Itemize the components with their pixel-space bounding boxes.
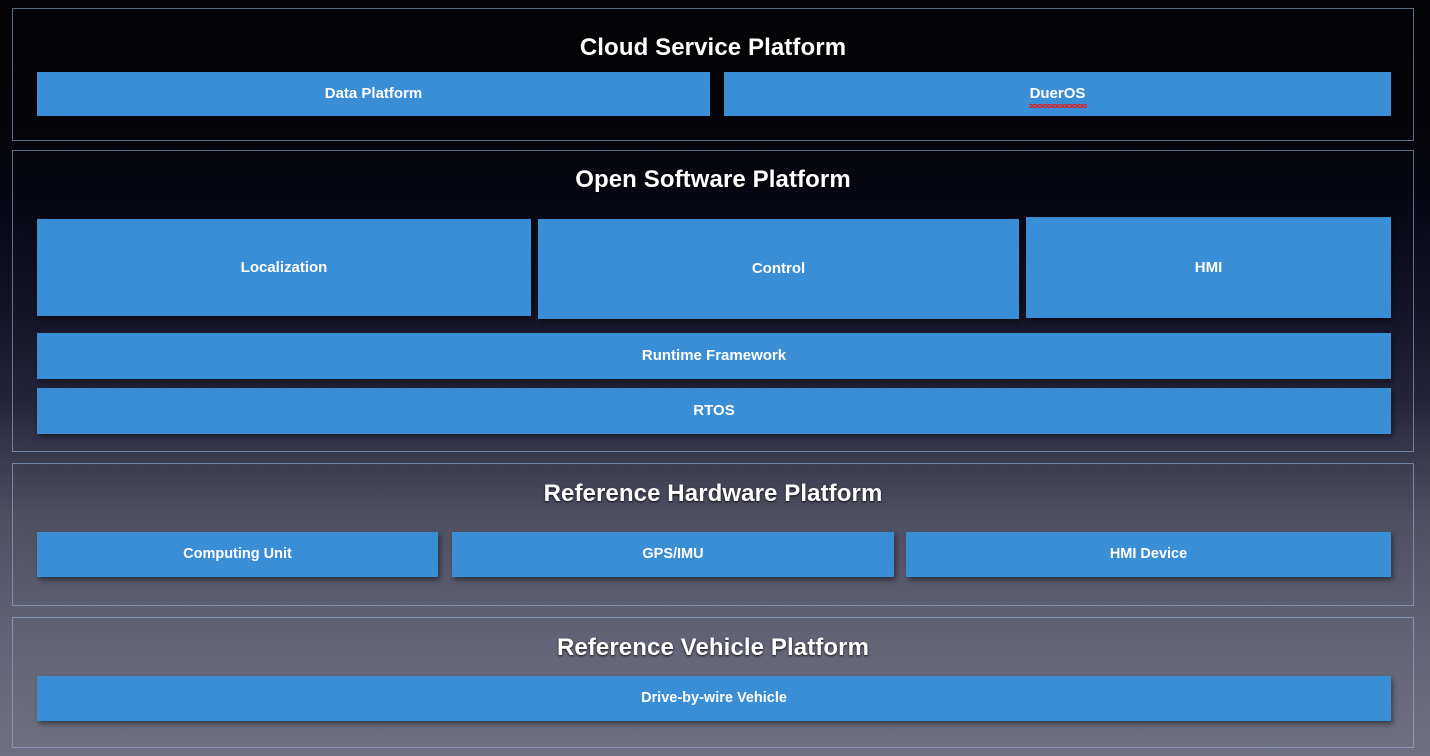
block-gps-imu[interactable]: GPS/IMU (452, 532, 894, 577)
block-localization[interactable]: Localization (37, 219, 531, 316)
block-data-platform[interactable]: Data Platform (37, 72, 710, 116)
block-dueros[interactable]: DuerOS (724, 72, 1391, 116)
block-drive-by-wire-vehicle[interactable]: Drive-by-wire Vehicle (37, 676, 1391, 721)
block-control[interactable]: Control (538, 219, 1019, 319)
block-label-dueros: DuerOS (1028, 85, 1088, 108)
layer-title-reference-hardware-platform: Reference Hardware Platform (543, 480, 883, 507)
layer-reference-vehicle-platform: Reference Vehicle Platform Drive-by-wire… (12, 617, 1414, 748)
block-label-data-platform: Data Platform (324, 85, 423, 103)
block-label-runtime-framework: Runtime Framework (641, 347, 787, 365)
block-hmi-device[interactable]: HMI Device (906, 532, 1391, 577)
layer-reference-hardware-platform: Reference Hardware Platform Computing Un… (12, 463, 1414, 606)
layer-open-software-platform: Open Software Platform Localization Cont… (12, 150, 1414, 452)
block-runtime-framework[interactable]: Runtime Framework (37, 333, 1391, 379)
block-label-computing-unit: Computing Unit (183, 546, 292, 563)
block-label-hmi-device: HMI Device (1109, 546, 1188, 563)
block-label-hmi: HMI (1194, 258, 1223, 276)
layer-title-open-software-platform: Open Software Platform (575, 166, 851, 193)
block-label-rtos: RTOS (693, 402, 735, 420)
block-rtos[interactable]: RTOS (37, 388, 1391, 434)
block-label-localization: Localization (240, 258, 328, 276)
layer-title-cloud-service-platform: Cloud Service Platform (579, 34, 847, 61)
block-label-control: Control (751, 260, 806, 278)
block-label-gps-imu: GPS/IMU (642, 546, 704, 563)
block-label-drive-by-wire-vehicle: Drive-by-wire Vehicle (641, 690, 787, 707)
layer-title-reference-vehicle-platform: Reference Vehicle Platform (556, 634, 870, 661)
layer-cloud-service-platform: Cloud Service Platform Data Platform Due… (12, 8, 1414, 141)
block-computing-unit[interactable]: Computing Unit (37, 532, 438, 577)
block-hmi[interactable]: HMI (1026, 217, 1391, 318)
